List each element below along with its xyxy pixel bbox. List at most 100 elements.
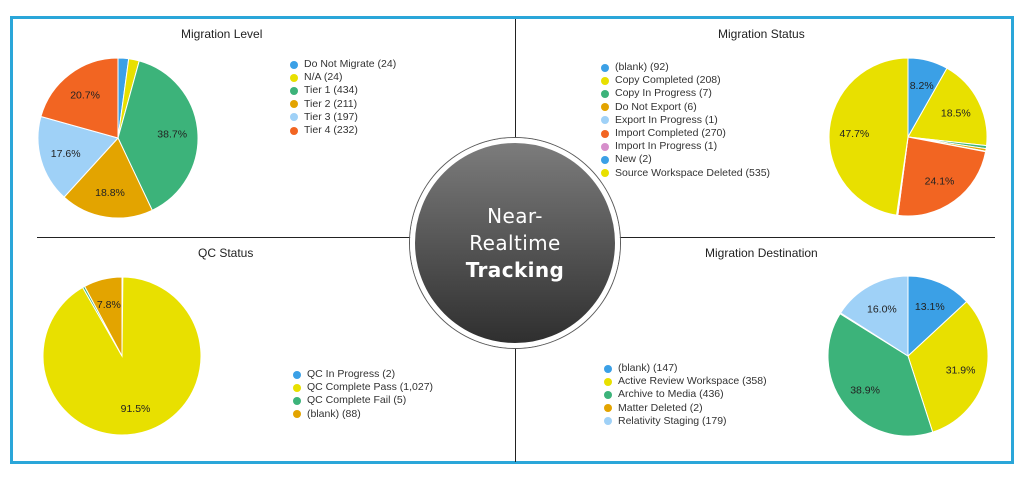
migration-level-slice-label-5: 20.7% (70, 90, 100, 102)
migration-level-slice-4[interactable] (37, 115, 119, 198)
center-line-2: Realtime (469, 230, 561, 255)
legend-label: Import Completed (270) (615, 126, 726, 139)
migration-status-legend-item[interactable]: Copy Completed (208) (601, 74, 770, 87)
legend-label: Active Review Workspace (358) (618, 375, 767, 388)
migration-status-legend-item[interactable]: Do Not Export (6) (601, 101, 770, 114)
migration-destination-legend-item[interactable]: Archive to Media (436) (604, 388, 767, 401)
legend-label: Tier 2 (211) (304, 97, 358, 110)
legend-swatch-icon (604, 364, 612, 373)
legend-label: Copy Completed (208) (615, 74, 721, 87)
migration-destination-slice-label-4: 16.0% (867, 303, 897, 315)
migration-level-legend-item[interactable]: Tier 3 (197) (290, 111, 396, 124)
migration-level-slice-5[interactable] (40, 57, 119, 139)
migration-destination-legend-item[interactable]: Active Review Workspace (358) (604, 375, 767, 388)
migration-level-legend-item[interactable]: Tier 1 (434) (290, 84, 396, 97)
legend-swatch-icon (293, 383, 301, 392)
legend-swatch-icon (604, 417, 612, 426)
legend-label: Do Not Export (6) (615, 100, 697, 113)
migration-destination-slice-4[interactable] (839, 275, 909, 357)
qc-status-legend-item[interactable]: QC Complete Pass (1,027) (293, 381, 433, 394)
migration-destination-title: Migration Destination (705, 246, 818, 260)
migration-status-legend-item[interactable]: Export In Progress (1) (601, 114, 770, 127)
legend-swatch-icon (601, 129, 609, 138)
qc-status-title: QC Status (198, 246, 254, 260)
legend-swatch-icon (601, 116, 609, 125)
legend-label: Do Not Migrate (24) (304, 58, 397, 70)
legend-label: QC Complete Fail (5) (307, 394, 407, 407)
migration-status-legend: (blank) (92)Copy Completed (208)Copy In … (601, 61, 770, 180)
legend-swatch-icon (601, 63, 609, 72)
legend-swatch-icon (293, 396, 301, 405)
qc-status-slice-3[interactable] (83, 276, 123, 357)
legend-swatch-icon (601, 155, 609, 164)
migration-status-legend-item[interactable]: Copy In Progress (7) (601, 87, 770, 100)
legend-swatch-icon (604, 377, 612, 386)
migration-destination-legend-item[interactable]: Matter Deleted (2) (604, 402, 767, 415)
migration-status-slice-label-5: 24.1% (925, 176, 955, 188)
legend-label: Tier 3 (197) (304, 110, 358, 123)
migration-status-legend-item[interactable]: Source Workspace Deleted (535) (601, 167, 770, 180)
migration-level-pie[interactable]: 38.7%18.8%17.6%20.7% (37, 57, 199, 219)
legend-label: Matter Deleted (2) (618, 401, 703, 414)
migration-status-legend-item[interactable]: New (2) (601, 153, 770, 166)
migration-level-legend-item[interactable]: Tier 4 (232) (290, 124, 396, 137)
legend-swatch-icon (290, 100, 298, 109)
legend-swatch-icon (293, 370, 301, 379)
migration-status-slice-label-0: 8.2% (910, 80, 934, 92)
migration-status-legend-item[interactable]: (blank) (92) (601, 61, 770, 74)
qc-status-legend-item[interactable]: QC In Progress (2) (293, 368, 433, 381)
migration-status-slice-8[interactable] (828, 57, 909, 216)
qc-status-pie[interactable]: 91.5%7.8% (42, 276, 202, 436)
migration-destination-legend: (blank) (147)Active Review Workspace (35… (604, 362, 767, 428)
migration-status-slice-label-8: 47.7% (840, 128, 870, 140)
migration-status-pie[interactable]: 8.2% 18.5% 24.1% 47.7% (828, 57, 988, 217)
legend-label: QC Complete Pass (1,027) (307, 381, 434, 394)
center-line-1: Near- (487, 203, 543, 228)
migration-level-legend-item[interactable]: Do Not Migrate (24) (290, 58, 396, 71)
legend-label: Import In Progress (1) (615, 140, 718, 153)
migration-status-title: Migration Status (718, 27, 805, 41)
legend-swatch-icon (604, 390, 612, 399)
legend-label: N/A (24) (304, 71, 343, 84)
migration-level-title: Migration Level (181, 27, 263, 41)
legend-label: (blank) (147) (618, 362, 678, 374)
migration-level-slice-3[interactable] (63, 137, 153, 219)
legend-label: Export In Progress (1) (615, 113, 718, 126)
legend-swatch-icon (601, 76, 609, 85)
migration-status-slice-1[interactable] (907, 67, 988, 147)
migration-destination-slice-2[interactable] (827, 313, 934, 437)
migration-level-legend-item[interactable]: Tier 2 (211) (290, 98, 396, 111)
migration-status-slice-label-1: 18.5% (941, 108, 971, 120)
migration-destination-legend-item[interactable]: Relativity Staging (179) (604, 415, 767, 428)
legend-swatch-icon (601, 169, 609, 178)
migration-level-slice-label-4: 17.6% (51, 148, 81, 160)
migration-destination-pie[interactable]: 13.1%31.9%38.9%16.0% (827, 275, 989, 437)
legend-label: Relativity Staging (179) (618, 414, 727, 427)
migration-level-slice-2[interactable] (117, 60, 199, 211)
legend-swatch-icon (601, 142, 609, 151)
legend-label: New (2) (615, 153, 652, 166)
qc-status-slice-label-3: 7.8% (97, 299, 121, 311)
migration-level-legend-item[interactable]: N/A (24) (290, 71, 396, 84)
legend-swatch-icon (601, 103, 609, 112)
legend-label: Tier 4 (232) (304, 123, 358, 136)
qc-status-legend: QC In Progress (2)QC Complete Pass (1,02… (293, 368, 433, 421)
migration-status-slice-5[interactable] (897, 136, 987, 217)
migration-destination-slice-1[interactable] (907, 300, 989, 433)
migration-destination-slice-0[interactable] (907, 275, 968, 358)
migration-destination-slice-label-1: 31.9% (946, 365, 976, 377)
qc-status-legend-item[interactable]: (blank) (88) (293, 408, 433, 421)
legend-label: Source Workspace Deleted (535) (615, 166, 771, 179)
center-line-3: Tracking (465, 257, 565, 282)
qc-status-legend-item[interactable]: QC Complete Fail (5) (293, 394, 433, 407)
legend-swatch-icon (601, 89, 609, 98)
migration-level-slice-label-2: 38.7% (157, 128, 187, 140)
legend-swatch-icon (290, 113, 298, 122)
legend-label: QC In Progress (2) (307, 368, 396, 380)
migration-destination-slice-label-0: 13.1% (915, 301, 945, 313)
migration-destination-legend-item[interactable]: (blank) (147) (604, 362, 767, 375)
migration-status-legend-item[interactable]: Import Completed (270) (601, 127, 770, 140)
legend-label: (blank) (92) (615, 61, 669, 73)
migration-status-legend-item[interactable]: Import In Progress (1) (601, 140, 770, 153)
legend-swatch-icon (290, 73, 298, 82)
